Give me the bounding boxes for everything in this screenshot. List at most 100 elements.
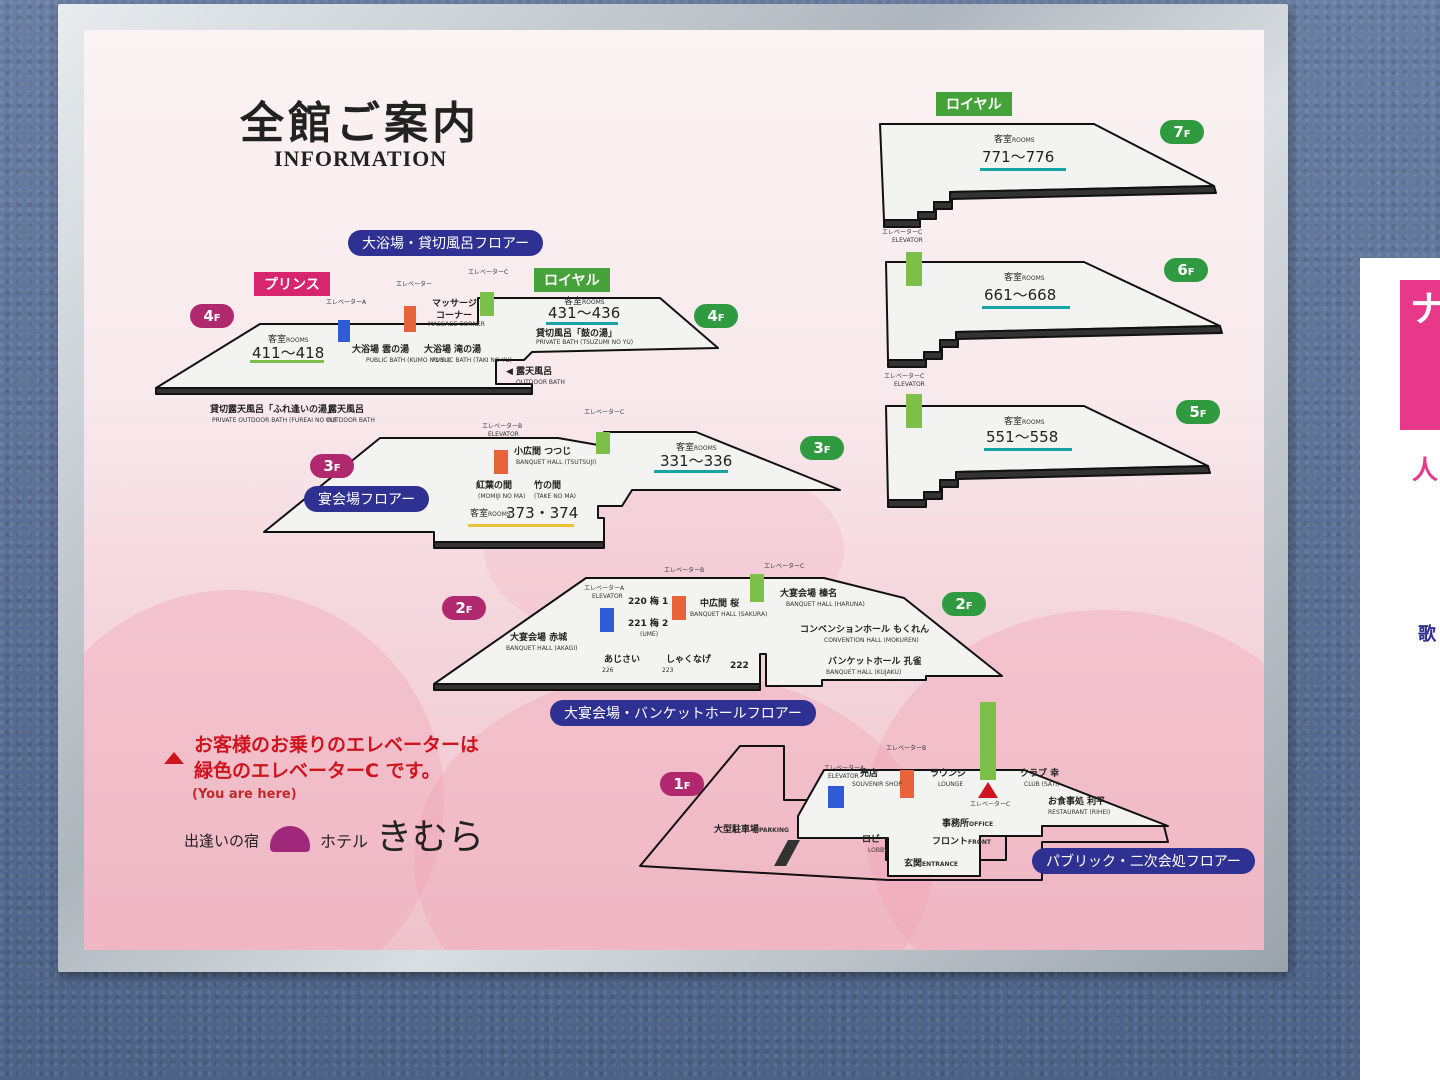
- shop-en: SOUVENIR SHOP: [852, 781, 902, 788]
- floor-2-depth: [433, 683, 761, 691]
- momiji-en: (MOMIJI NO MA): [478, 493, 526, 500]
- floor-badge-1: 1F: [660, 772, 704, 796]
- floor-badge-3-prince: 3F: [310, 454, 354, 478]
- sakura-label: 中広間 桜: [700, 599, 740, 609]
- side-poster-text: 人: [1412, 456, 1439, 486]
- tsutsuji-en: BANQUET HALL (TSUTSUJI): [516, 459, 597, 466]
- ajisai-number: 226: [602, 667, 614, 674]
- rooms-label-3-royal: 客室ROOMS: [676, 443, 717, 453]
- restaurant-en: RESTAURANT (RIHEI): [1048, 809, 1111, 816]
- elevator-a-label-1: エレベーターA: [824, 765, 865, 772]
- logo-brand-small: ホテル: [320, 832, 369, 851]
- floor-badge-4-royal: 4F: [694, 304, 738, 328]
- prince-wing-tag: プリンス: [254, 272, 330, 296]
- notice-line-3: (You are here): [192, 787, 297, 802]
- hall-floor-header: 大宴会場・バンケットホールフロアー: [550, 700, 816, 726]
- parking-label: 大型駐車場PARKING: [714, 825, 789, 835]
- floor-map-drawing: [155, 123, 1223, 881]
- public-bath-1-en: PUBLIC BATH (KUMO NO YU): [366, 357, 452, 364]
- public-bath-2-en: PUBLIC BATH (TAKI NO YU): [432, 357, 512, 364]
- side-poster: ナ 人 歌: [1360, 258, 1440, 1080]
- massage-en: MASSAGE CORNER: [428, 321, 485, 328]
- sakura-en: BANQUET HALL (SAKURA): [690, 611, 768, 618]
- floor-4-depth: [155, 387, 533, 395]
- rooms-6: 661～668: [984, 286, 1057, 304]
- elevator-a-4: [338, 320, 350, 342]
- ajisai-label: あじさい: [604, 655, 641, 665]
- outdoor-bath-label-4: ◀ 露天風呂: [506, 367, 553, 377]
- elevator-en-1a: ELEVATOR: [828, 773, 859, 780]
- elevator-b-label-4: エレベーター: [396, 281, 433, 288]
- floor-2-outline: [433, 577, 1003, 687]
- notice-line-2: 緑色のエレベーターC です。: [194, 760, 441, 782]
- ume-1-label: 220 梅 1: [628, 597, 669, 607]
- elevator-a-2: [600, 608, 614, 632]
- rooms-3-prince: 373・374: [506, 504, 579, 522]
- room-222-label: 222: [730, 661, 749, 671]
- elevator-c-3: [596, 432, 610, 454]
- private-bath-label: 貸切風呂「鼓の湯」: [536, 329, 618, 339]
- bath-floor-header: 大浴場・貸切風呂フロアー: [348, 230, 544, 256]
- elevator-b-3: [494, 450, 508, 474]
- public-bath-1-label: 大浴場 雲の湯: [352, 345, 410, 355]
- take-en: (TAKE NO MA): [534, 493, 577, 500]
- mokuren-label: コンベンションホール もくれん: [800, 625, 930, 635]
- rooms-label-5: 客室ROOMS: [1004, 417, 1045, 427]
- logo-fan-icon: [270, 826, 310, 852]
- rooms-4-prince-underline: [250, 360, 324, 363]
- floor-3-depth: [433, 541, 605, 549]
- elevator-b-4: [404, 306, 416, 332]
- momiji-label: 紅葉の間: [476, 481, 513, 491]
- ume-2-label: 221 梅 2: [628, 619, 669, 629]
- lounge-label: ラウンジ: [930, 769, 967, 779]
- rooms-3-royal: 331～336: [660, 452, 733, 470]
- logo-brand: きむら: [376, 817, 485, 858]
- rooms-7-underline: [980, 168, 1066, 171]
- lobby-label: ロビー: [862, 835, 890, 845]
- page-subtitle: INFORMATION: [274, 146, 448, 171]
- floor-badge-2-right: 2F: [942, 592, 986, 616]
- akagi-label: 大宴会場 赤城: [510, 633, 568, 643]
- restaurant-label: お食事処 利平: [1048, 797, 1106, 807]
- kujaku-en: BANQUET HALL (KUJAKU): [826, 669, 902, 676]
- elevator-c-label-1: エレベーターC: [970, 801, 1011, 808]
- royal-wing-tag: ロイヤル: [534, 268, 610, 292]
- shop-label: 売店: [860, 769, 879, 779]
- rooms-4-royal-underline: [546, 322, 618, 325]
- lounge-en: LOUNGE: [938, 781, 964, 788]
- elevator-en-5: ELEVATOR: [894, 381, 925, 388]
- floor-badge-7: 7F: [1160, 120, 1204, 144]
- rooms-5: 551～558: [986, 428, 1059, 446]
- floor-badge-4-prince: 4F: [190, 304, 234, 328]
- rooms-label-6: 客室ROOMS: [1004, 273, 1045, 283]
- tsutsuji-label: 小広間 つつじ: [514, 447, 572, 457]
- public-bath-2-label: 大浴場 滝の湯: [424, 345, 482, 355]
- outdoor-bath-en-4: OUTDOOR BATH: [516, 379, 565, 386]
- rooms-7: 771～776: [982, 148, 1055, 166]
- massage-label-2: コーナー: [436, 311, 473, 321]
- banquet-floor-header: 宴会場フロアー: [304, 486, 430, 512]
- elevator-b-label-3: エレベーターB: [482, 423, 523, 430]
- entrance-label: 玄関ENTRANCE: [904, 859, 959, 869]
- elevator-c-label-5: エレベーターC: [884, 373, 925, 380]
- elevator-c-shaft: [980, 702, 996, 780]
- akagi-en: BANQUET HALL (AKAGI): [506, 645, 578, 652]
- floor-6-depth: [887, 325, 1223, 368]
- rooms-3-prince-underline: [468, 524, 574, 527]
- front-label: フロントFRONT: [932, 837, 991, 847]
- office-label: 事務所OFFICE: [942, 819, 994, 829]
- massage-label: マッサージ: [432, 299, 477, 309]
- floor-badge-5: 5F: [1176, 400, 1220, 424]
- elevator-c-2: [750, 574, 764, 602]
- floor-7-depth: [883, 185, 1217, 228]
- floor-badge-6: 6F: [1164, 258, 1208, 282]
- outdoor-bath-label: 露天風呂: [328, 405, 365, 415]
- information-poster: 全館ご案内 INFORMATION 大浴場・貸切風呂フロアー 宴会場フロアー 大…: [84, 30, 1264, 950]
- elevator-c-label-2: エレベーターC: [764, 563, 805, 570]
- elevator-c-5: [906, 394, 922, 428]
- outdoor-private-en: PRIVATE OUTDOOR BATH (FUREAI NO YU): [212, 417, 337, 424]
- public-floor-header: パブリック・二次会処フロアー: [1032, 848, 1255, 874]
- floor-4-outline: [155, 297, 719, 389]
- elevator-en-2a: ELEVATOR: [592, 593, 623, 600]
- floor-5-depth: [887, 465, 1211, 508]
